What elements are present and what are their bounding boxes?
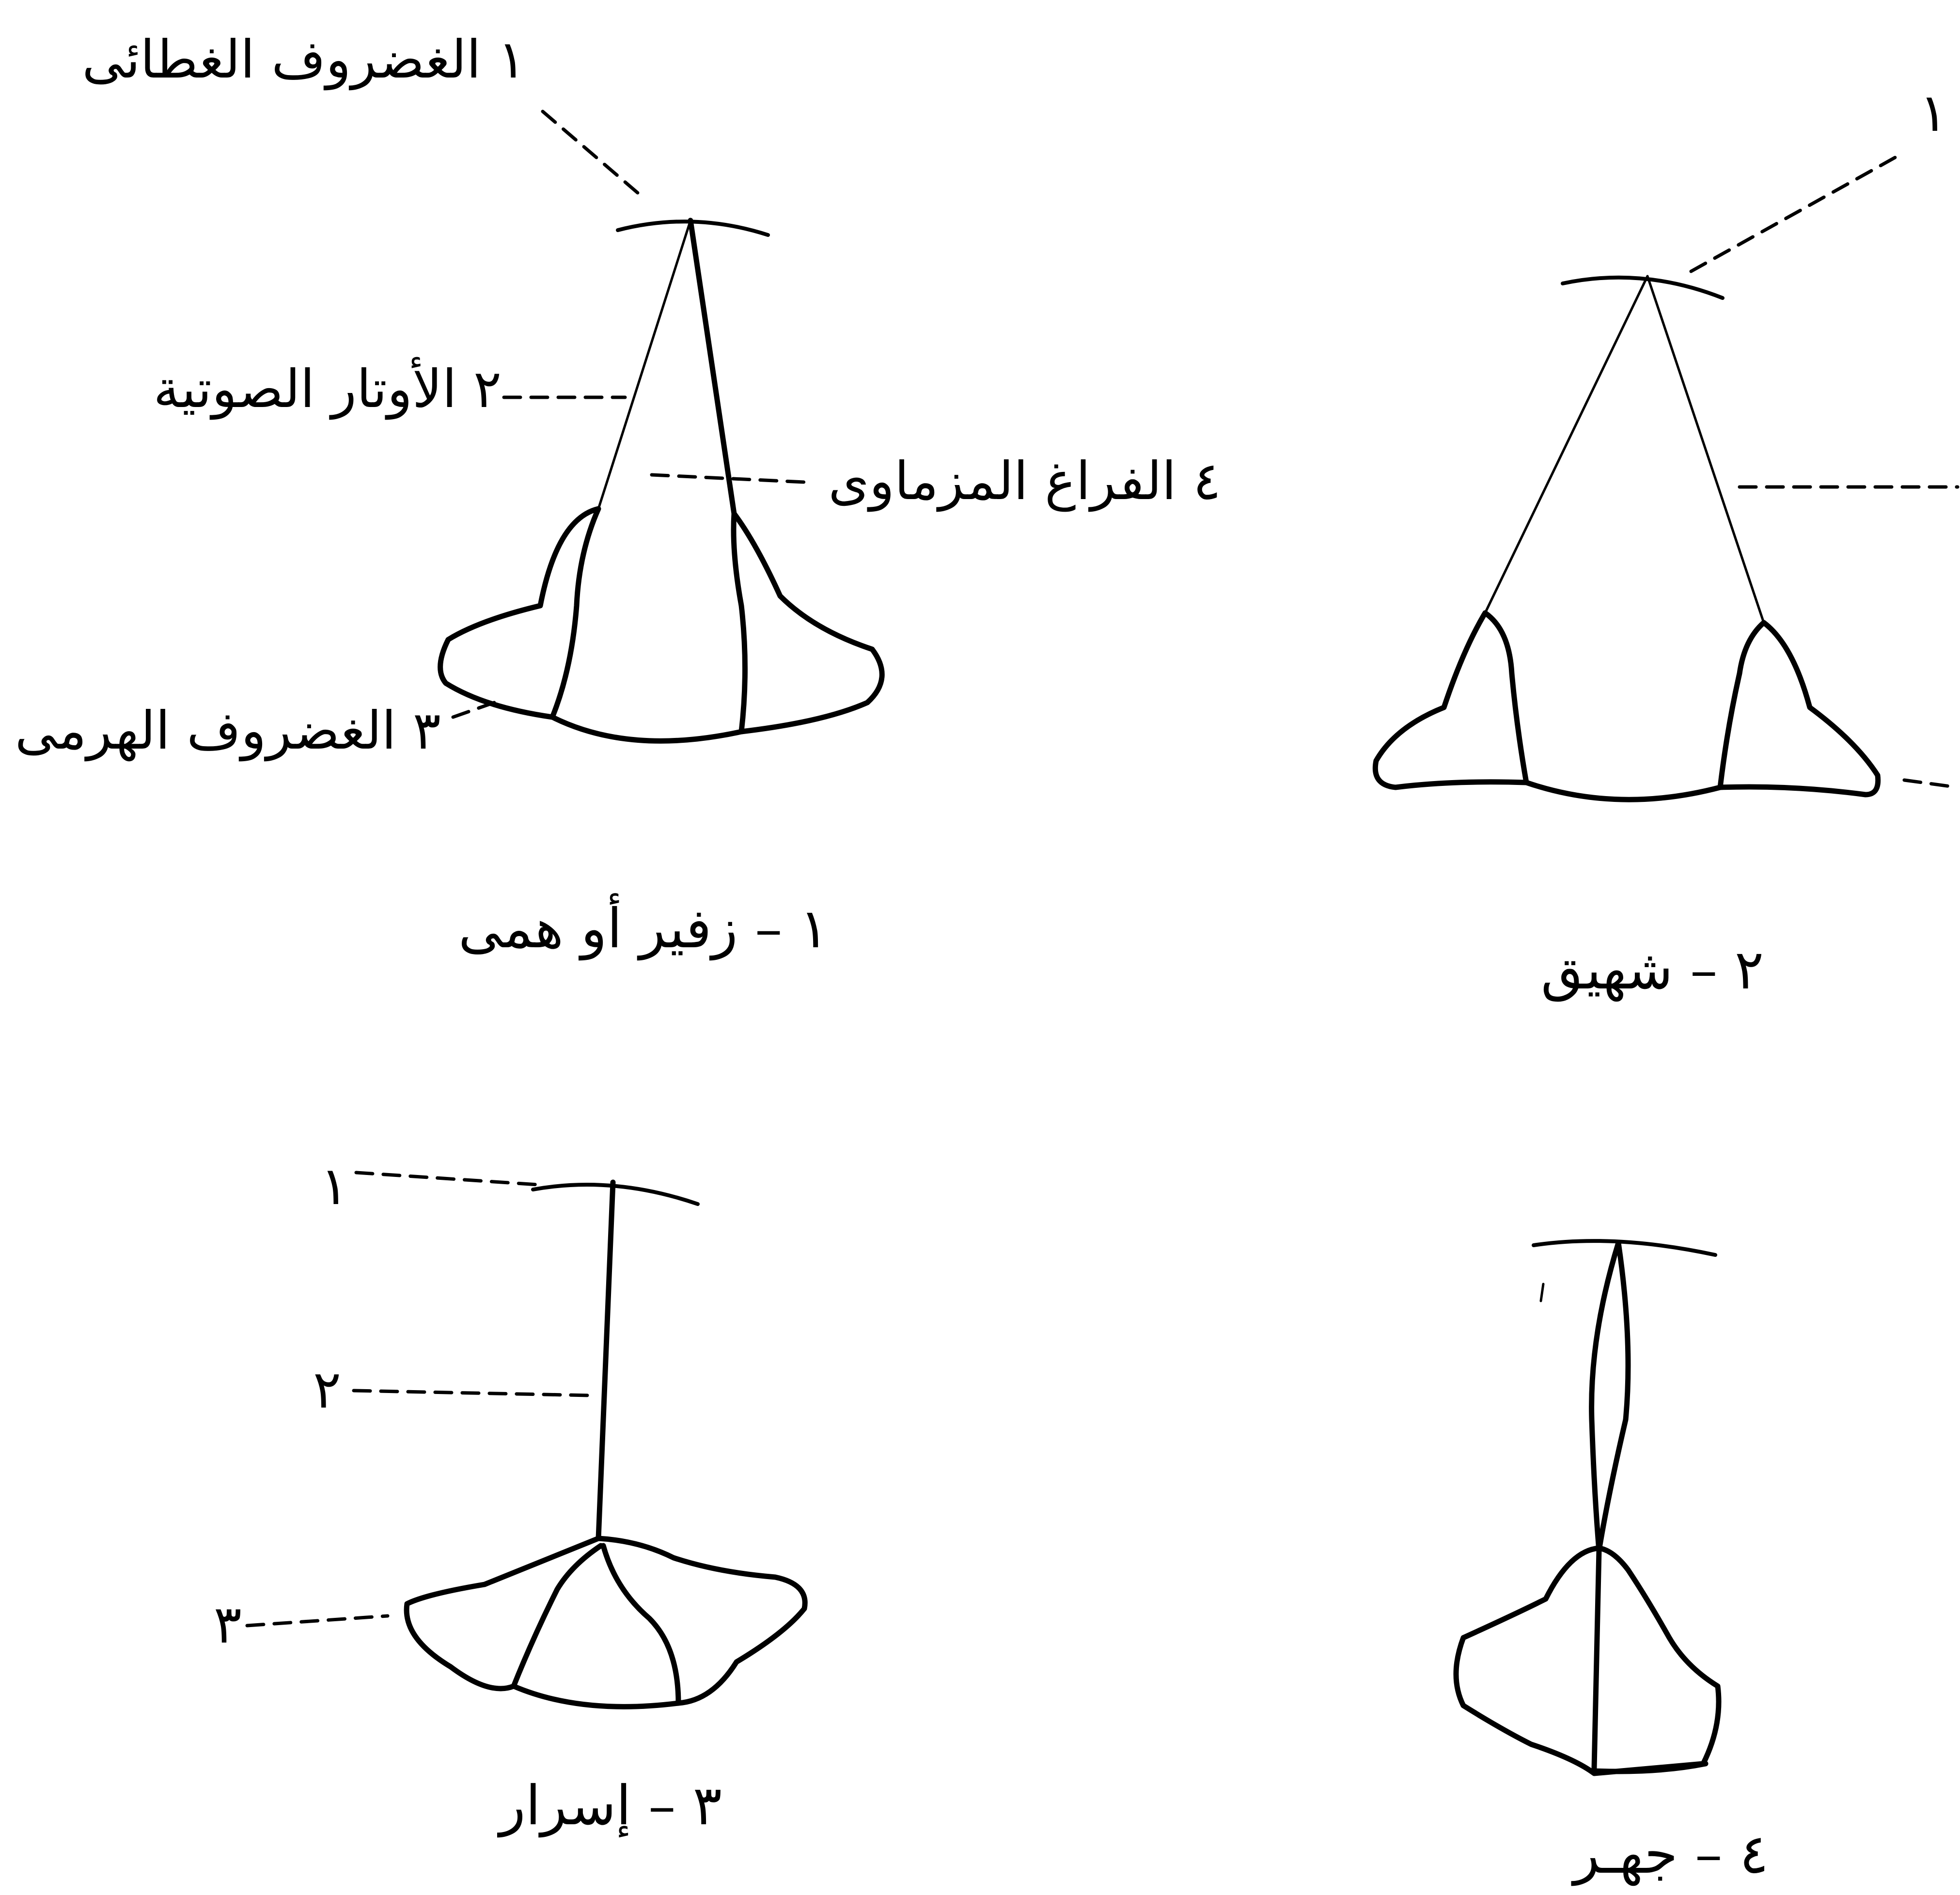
- epiglottis-arc: [1532, 1239, 1717, 1257]
- label-arytenoid: ٣ الغضروف الهرمى: [15, 701, 441, 762]
- figure-inhalation: ١ ٢ – شهيق: [1372, 83, 1960, 1002]
- arytenoid-inner-left: [511, 1543, 604, 1689]
- caption-whisper: ٣ – إسرار: [497, 1774, 722, 1838]
- stray-mark: [1539, 1283, 1545, 1302]
- leader-1: [354, 1171, 540, 1187]
- arytenoid-outline: [404, 1535, 808, 1709]
- leader-1: [1689, 153, 1901, 273]
- leader-3: [245, 1614, 390, 1628]
- epiglottis-arc: [1561, 275, 1725, 300]
- label-vocal-cords-number: ٢: [313, 1360, 341, 1420]
- leader-3: [1902, 778, 1960, 789]
- vocal-cord-right: [1596, 1240, 1631, 1553]
- figure-voiced: ٤ – جهـر: [1453, 1239, 1769, 1886]
- vocal-cord-left: [1484, 275, 1649, 614]
- label-epiglottis-number: ١: [1919, 83, 1947, 143]
- glottis-base: [1523, 780, 1723, 802]
- leader-arytenoid: [451, 701, 496, 719]
- glottis-base: [549, 714, 744, 744]
- figure-exhalation: ١ الغضروف الغطائى ٢ الأوتار الصوتية ٤ ال…: [15, 30, 1221, 961]
- leader-glottis: [650, 473, 806, 484]
- arytenoid-right: [1717, 620, 1881, 798]
- arytenoid-inner-right: [600, 1543, 681, 1706]
- vocal-cord-left: [1589, 1240, 1621, 1771]
- label-epiglottis: ١ الغضروف الغطائى: [82, 30, 526, 91]
- label-epiglottis-number: ١: [320, 1156, 348, 1217]
- caption-voiced: ٤ – جهـر: [1571, 1823, 1769, 1886]
- vocal-cords-closed: [596, 1179, 616, 1541]
- arytenoid-left: [1372, 610, 1529, 790]
- arytenoid-outline: [1453, 1545, 1722, 1776]
- figure-whisper: ١ ٢ ٣ ٣ – إسرار: [214, 1156, 808, 1838]
- arytenoid-base: [1591, 1761, 1709, 1774]
- arytenoid-right: [731, 511, 885, 735]
- caption-exhalation: ١ – زفير أو همى: [458, 893, 829, 961]
- vocal-cord-right: [688, 218, 737, 517]
- label-glottis: ٤ الفراغ المزماوى: [828, 451, 1221, 512]
- label-vocal-cords: ٢ الأوتار الصوتية: [154, 357, 502, 420]
- label-arytenoid-number: ٣: [214, 1595, 242, 1655]
- vocal-cord-right: [1646, 275, 1765, 624]
- leader-2: [352, 1389, 593, 1397]
- caption-inhalation: ٢ – شهيق: [1541, 939, 1764, 1002]
- leader-epiglottis: [541, 110, 646, 201]
- arytenoid-left: [438, 506, 601, 720]
- vocal-cord-left: [597, 219, 692, 510]
